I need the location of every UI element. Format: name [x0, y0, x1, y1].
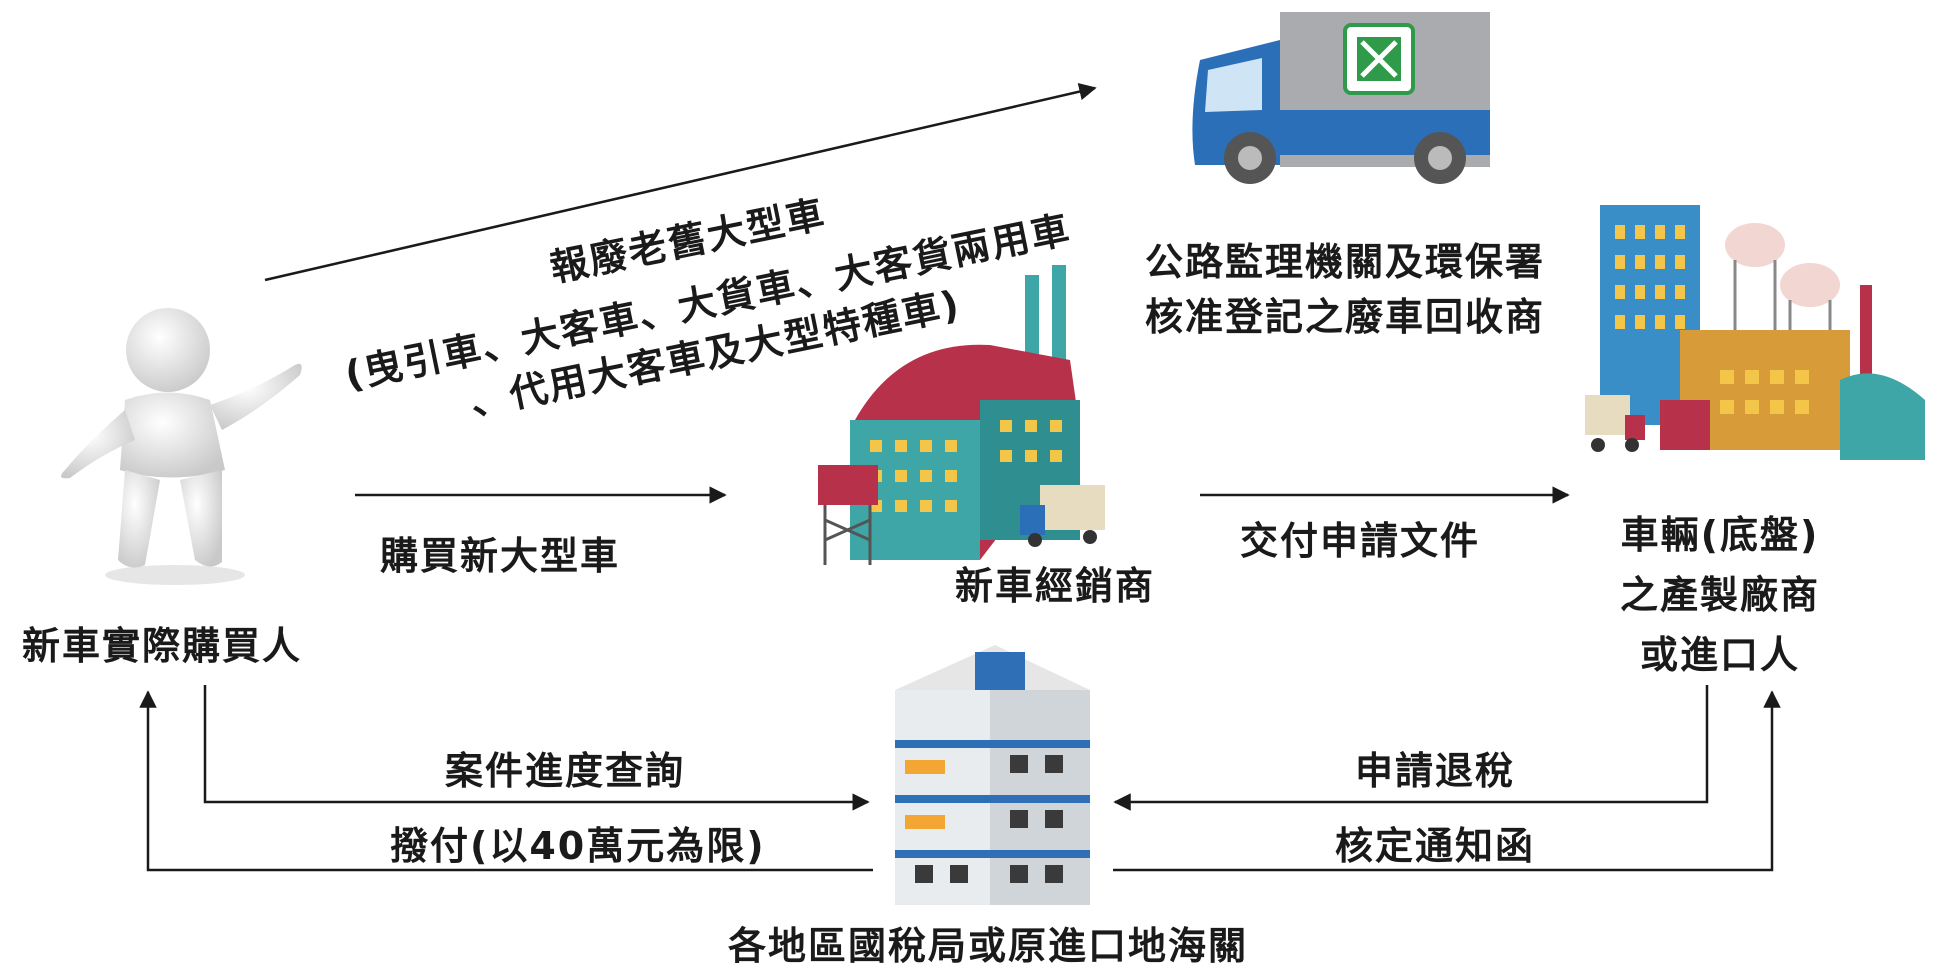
manufacturer-label-line-1: 車輛(底盤): [1620, 513, 1820, 557]
arrow-approval-notice: [1113, 690, 1781, 872]
arrow-case-query: [203, 685, 870, 811]
case-query-label: 案件進度查詢: [445, 749, 686, 793]
buy-new-label: 購買新大型車: [380, 534, 621, 578]
dealer-factory-illustration: [818, 265, 1105, 565]
buyer-label: 新車實際購買人: [22, 624, 303, 668]
manufacturer-label-line-2: 之產製廠商: [1619, 573, 1820, 617]
apply-refund-label: 申請退稅: [1355, 749, 1516, 793]
arrow-payment: [139, 690, 873, 872]
manufacturer-label-line-3: 或進口人: [1639, 633, 1800, 677]
tax-office-building-illustration: [895, 645, 1090, 905]
tax-office-label: 各地區國稅局或原進口地海關: [728, 924, 1249, 968]
buyer-person-illustration: [61, 308, 302, 585]
payment-label: 撥付(以40萬元為限): [390, 824, 766, 868]
recycler-label: 公路監理機關及環保署 核准登記之廢車回收商: [1130, 235, 1560, 345]
recycler-label-line-2: 核准登記之廢車回收商: [1144, 295, 1545, 339]
manufacturer-factory-illustration: [1585, 205, 1925, 460]
manufacturer-label: 車輛(底盤) 之產製廠商 或進口人: [1590, 505, 1850, 685]
approval-notice-label: 核定通知函: [1335, 824, 1536, 868]
dealer-label: 新車經銷商: [955, 564, 1156, 608]
recycler-truck-illustration: [1192, 12, 1490, 184]
arrow-apply-refund: [1113, 685, 1709, 811]
recycler-label-line-1: 公路監理機關及環保署: [1144, 240, 1545, 284]
deliver-docs-label: 交付申請文件: [1240, 519, 1481, 563]
arrow-scrap-old-vehicle: [264, 83, 1097, 282]
